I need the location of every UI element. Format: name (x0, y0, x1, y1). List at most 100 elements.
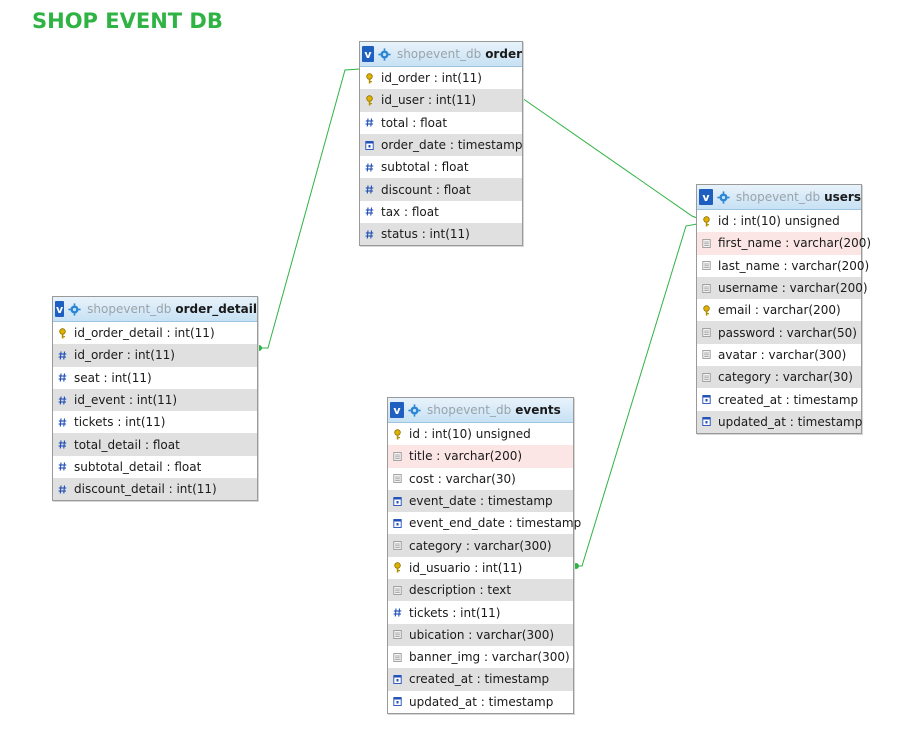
column-row[interactable]: description : text (388, 579, 573, 602)
column-label: id_usuario : int(11) (409, 560, 523, 575)
column-label: ubication : varchar(300) (409, 627, 555, 642)
column-label: updated_at : timestamp (718, 414, 863, 429)
column-label: subtotal_detail : float (74, 459, 202, 474)
table-header[interactable]: v shopevent_db events (388, 398, 573, 423)
table-name[interactable]: order (485, 47, 522, 61)
column-row[interactable]: created_at : timestamp (388, 668, 573, 691)
key-icon (393, 428, 402, 440)
column-label: id_user : int(11) (381, 93, 477, 108)
column-row[interactable]: id_event : int(11) (53, 388, 257, 412)
column-row[interactable]: subtotal_detail : float (53, 456, 257, 478)
database-name: shopevent_db (396, 47, 482, 61)
table-order-detail[interactable]: v shopevent_db order_detail id_order_det… (52, 296, 258, 502)
column-row[interactable]: id_order_detail : int(11) (53, 322, 257, 344)
column-row[interactable]: avatar : varchar(300) (697, 344, 861, 366)
column-row[interactable]: status : int(11) (360, 223, 522, 246)
column-label: title : varchar(200) (409, 449, 523, 464)
table-name[interactable]: events (515, 403, 561, 417)
table-order[interactable]: v shopevent_db order id_order : int(11)i… (359, 41, 523, 247)
table-users[interactable]: v shopevent_db users id : int(10) unsign… (696, 184, 871, 434)
column-row[interactable]: updated_at : timestamp (697, 410, 863, 433)
table-header[interactable]: v shopevent_db order (360, 42, 522, 67)
hash-icon (365, 206, 374, 217)
column-row[interactable]: discount_detail : int(11) (53, 478, 257, 501)
relation-events-users[interactable] (574, 223, 698, 567)
hash-icon (58, 417, 67, 428)
gear-icon[interactable] (68, 302, 81, 316)
column-row[interactable]: event_date : timestamp (388, 489, 573, 513)
collapse-toggle-icon[interactable]: v (699, 189, 713, 205)
column-row[interactable]: id : int(10) unsigned (388, 423, 573, 445)
table-name[interactable]: users (824, 190, 861, 204)
column-row[interactable]: discount : float (360, 178, 522, 201)
column-row[interactable]: total_detail : float (53, 433, 257, 456)
column-row[interactable]: created_at : timestamp (697, 388, 861, 410)
hash-icon (365, 162, 374, 173)
hash-icon (58, 372, 67, 383)
column-label: subtotal : float (381, 160, 469, 175)
relation-order-order-detail[interactable] (258, 68, 361, 349)
text-field-icon (702, 283, 711, 294)
column-row[interactable]: id_order : int(11) (360, 67, 522, 89)
column-label: created_at : timestamp (718, 392, 859, 407)
gear-icon[interactable] (717, 190, 730, 204)
column-row[interactable]: id : int(10) unsigned (697, 210, 861, 232)
collapse-toggle-icon[interactable]: v (362, 46, 374, 62)
hash-icon (365, 117, 374, 128)
column-row[interactable]: first_name : varchar(200) (697, 232, 871, 255)
table-header[interactable]: v shopevent_db order_detail (53, 297, 257, 322)
column-row[interactable]: id_order : int(11) (53, 344, 257, 367)
column-row[interactable]: title : varchar(200) (388, 445, 573, 468)
column-row[interactable]: password : varchar(50) (697, 321, 861, 344)
column-label: last_name : varchar(200) (718, 258, 870, 273)
column-row[interactable]: event_end_date : timestamp (388, 512, 581, 534)
column-label: tickets : int(11) (74, 415, 166, 430)
column-row[interactable]: id_usuario : int(11) (388, 557, 573, 579)
column-label: discount_detail : int(11) (74, 482, 217, 497)
column-row[interactable]: total : float (360, 112, 522, 134)
column-row[interactable]: email : varchar(200) (697, 299, 861, 321)
text-field-icon (702, 349, 711, 360)
column-row[interactable]: id_user : int(11) (360, 89, 522, 112)
column-row[interactable]: last_name : varchar(200) (697, 255, 869, 277)
column-row[interactable]: banner_img : varchar(300) (388, 646, 573, 668)
column-row[interactable]: order_date : timestamp (360, 133, 522, 157)
collapse-toggle-icon[interactable]: v (55, 301, 65, 317)
column-row[interactable]: tickets : int(11) (388, 601, 573, 623)
text-field-icon (393, 451, 402, 462)
table-name[interactable]: order_detail (175, 302, 257, 316)
column-label: id : int(10) unsigned (718, 214, 840, 229)
key-icon (365, 72, 374, 84)
column-row[interactable]: ubication : varchar(300) (388, 623, 573, 646)
database-name: shopevent_db (427, 403, 512, 417)
column-row[interactable]: subtotal : float (360, 156, 522, 178)
key-icon (702, 215, 711, 227)
calendar-icon (702, 394, 711, 405)
text-field-icon (702, 327, 711, 338)
table-header[interactable]: v shopevent_db users (697, 185, 861, 210)
column-label: total : float (381, 115, 448, 130)
column-label: first_name : varchar(200) (718, 236, 872, 251)
column-row[interactable]: category : varchar(30) (697, 366, 861, 389)
column-row[interactable]: cost : varchar(30) (388, 468, 573, 490)
column-row[interactable]: category : varchar(300) (388, 534, 573, 557)
column-label: description : text (409, 583, 512, 598)
relation-order-users[interactable] (521, 97, 698, 219)
column-row[interactable]: username : varchar(200) (697, 276, 868, 300)
column-row[interactable]: tickets : int(11) (53, 411, 257, 433)
column-row[interactable]: seat : int(11) (53, 367, 257, 389)
hash-icon (365, 229, 374, 240)
column-row[interactable]: updated_at : timestamp (388, 691, 573, 713)
text-field-icon (393, 585, 402, 596)
gear-icon[interactable] (378, 47, 391, 61)
column-row[interactable]: tax : float (360, 201, 522, 223)
column-label: id_order : int(11) (74, 348, 175, 363)
hash-icon (58, 350, 67, 361)
column-label: category : varchar(30) (718, 370, 853, 385)
gear-icon[interactable] (408, 403, 421, 417)
column-label: id_event : int(11) (74, 393, 178, 408)
table-events[interactable]: v shopevent_db events id : int(10) unsig… (387, 397, 581, 714)
collapse-toggle-icon[interactable]: v (390, 402, 404, 418)
column-list: id_order : int(11) id_user : int(11) total… (360, 67, 522, 246)
column-label: avatar : varchar(300) (718, 347, 847, 362)
